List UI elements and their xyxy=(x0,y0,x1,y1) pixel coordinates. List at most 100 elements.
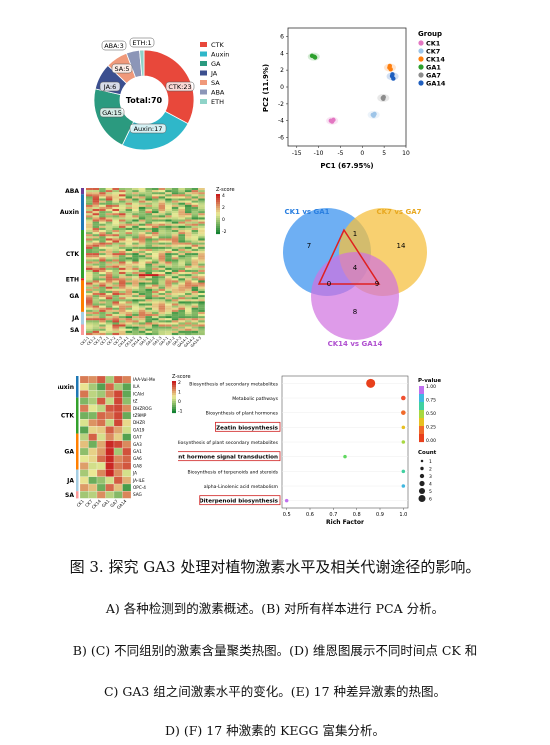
heatmap-c-cell xyxy=(132,225,139,228)
donut-label-box-ga xyxy=(99,107,125,118)
heatmap-c-cell xyxy=(198,280,205,283)
heatmap-c-cell xyxy=(119,190,126,193)
heatmap-c-cell xyxy=(145,280,152,283)
heatmap-c-cell xyxy=(105,286,113,289)
heatmap-c-column-labels: CK1-1CK1-2CK1-3CK7-1CK7-2CK7-3CK14-1CK14… xyxy=(80,336,203,348)
kegg-x-tick-label: 0.7 xyxy=(329,512,337,518)
heatmap-c-cell xyxy=(138,316,146,319)
heatmap-c-scale-step xyxy=(216,224,220,227)
heatmap-c-cell xyxy=(99,198,106,201)
heatmap-c-column-label: CK7-3 xyxy=(113,336,123,346)
heatmap-c-cell xyxy=(105,240,113,243)
heatmap-c-cell xyxy=(138,202,146,205)
heatmap-c-cell xyxy=(185,192,192,195)
heatmap-c-cell xyxy=(99,190,106,193)
heatmap-c-cell xyxy=(138,263,146,266)
heatmap-e-group-band-ja xyxy=(76,469,79,492)
heatmap-c-cell xyxy=(152,253,159,256)
heatmap-e-cell xyxy=(122,433,132,441)
heatmap-c-cell xyxy=(99,211,106,214)
heatmap-c-cell xyxy=(125,251,133,254)
heatmap-c-cell xyxy=(171,204,179,207)
heatmap-c-cell xyxy=(145,227,152,231)
heatmap-c-cell xyxy=(185,326,192,329)
heatmap-c-cell xyxy=(152,223,159,226)
heatmap-c-cell xyxy=(191,225,199,228)
heatmap-c-cell xyxy=(105,276,113,279)
pca-legend-title: Group xyxy=(418,30,442,38)
kegg-pvalue-scale-step xyxy=(419,422,424,425)
heatmap-e-cell xyxy=(79,390,89,398)
heatmap-c-cell xyxy=(158,219,166,222)
heatmap-c-cell xyxy=(112,236,119,239)
heatmap-c-cell xyxy=(138,320,146,323)
heatmap-c-cell xyxy=(152,217,159,220)
heatmap-c-cell xyxy=(132,202,139,205)
heatmap-c-cell xyxy=(158,288,166,291)
heatmap-c-cell xyxy=(185,236,192,239)
heatmap-e-cell xyxy=(79,476,89,485)
heatmap-c-cell xyxy=(132,255,139,258)
heatmap-c-cell xyxy=(86,307,93,310)
heatmap-c-cell xyxy=(171,330,179,333)
heatmap-c-cell xyxy=(191,204,199,207)
heatmap-c-cell xyxy=(92,246,100,249)
heatmap-c-cell xyxy=(145,290,152,294)
kegg-pvalue-tick: 0.50 xyxy=(426,411,436,417)
heatmap-c-cell xyxy=(86,194,93,197)
heatmap-c-cell xyxy=(171,198,179,201)
heatmap-c-group-band-sa xyxy=(81,324,84,335)
heatmap-c-cell xyxy=(132,223,139,226)
heatmap-c-cell xyxy=(178,318,185,321)
heatmap-c-cell xyxy=(112,301,119,304)
heatmap-c-cell xyxy=(191,221,199,224)
heatmap-e-cell xyxy=(96,491,106,499)
heatmap-c-cell xyxy=(178,290,185,294)
heatmap-c-cell xyxy=(92,297,100,300)
heatmap-c-cell xyxy=(125,232,133,235)
heatmap-c-cell xyxy=(191,265,199,268)
heatmap-c-cell xyxy=(112,225,119,228)
heatmap-c-cell xyxy=(165,211,172,214)
heatmap-c-cell xyxy=(191,251,199,254)
heatmap-c-cell xyxy=(171,234,179,237)
heatmap-c-cell xyxy=(105,236,113,239)
heatmap-c-cell xyxy=(178,284,185,287)
donut-center-label: Total:70 xyxy=(126,96,163,105)
heatmap-c-cell xyxy=(99,230,106,233)
heatmap-c-cell xyxy=(99,232,106,235)
heatmap-c-cell xyxy=(171,299,179,302)
heatmap-c-cell xyxy=(152,204,159,207)
heatmap-c-cell xyxy=(112,286,119,289)
heatmap-c-scale-tick: 2 xyxy=(222,205,225,211)
heatmap-c-cell xyxy=(119,301,126,304)
heatmap-c-cell xyxy=(105,204,113,207)
heatmap-e-group-band-ctk xyxy=(76,397,79,434)
kegg-pvalue-scale-step xyxy=(419,402,424,405)
heatmap-c-cell xyxy=(158,209,166,212)
heatmap-c-cell xyxy=(86,188,93,191)
kegg-x-tick-label: 1.0 xyxy=(399,512,407,518)
heatmap-c-cell xyxy=(191,297,199,300)
heatmap-c-cell xyxy=(158,276,166,279)
heatmap-c-cell xyxy=(92,236,100,239)
heatmap-c-cell xyxy=(92,192,100,195)
heatmap-c-cell xyxy=(125,219,133,222)
heatmap-c-cell xyxy=(158,267,166,270)
heatmap-c-cell xyxy=(92,309,100,312)
heatmap-c-cell xyxy=(198,288,205,291)
heatmap-c-cell xyxy=(138,330,146,333)
heatmap-c-cell xyxy=(138,206,146,210)
heatmap-c-cell xyxy=(145,211,152,214)
heatmap-c-cell xyxy=(165,284,172,287)
heatmap-c-cell xyxy=(198,297,205,300)
heatmap-c-cell xyxy=(132,311,139,315)
heatmap-c-cell xyxy=(86,297,93,300)
heatmap-c-cell xyxy=(92,303,100,306)
heatmap-c-cell xyxy=(178,314,185,317)
heatmap-c-cell xyxy=(92,223,100,226)
heatmap-e-cell xyxy=(79,462,89,470)
heatmap-c-cell xyxy=(191,213,199,216)
heatmap-c-cell xyxy=(112,209,119,212)
